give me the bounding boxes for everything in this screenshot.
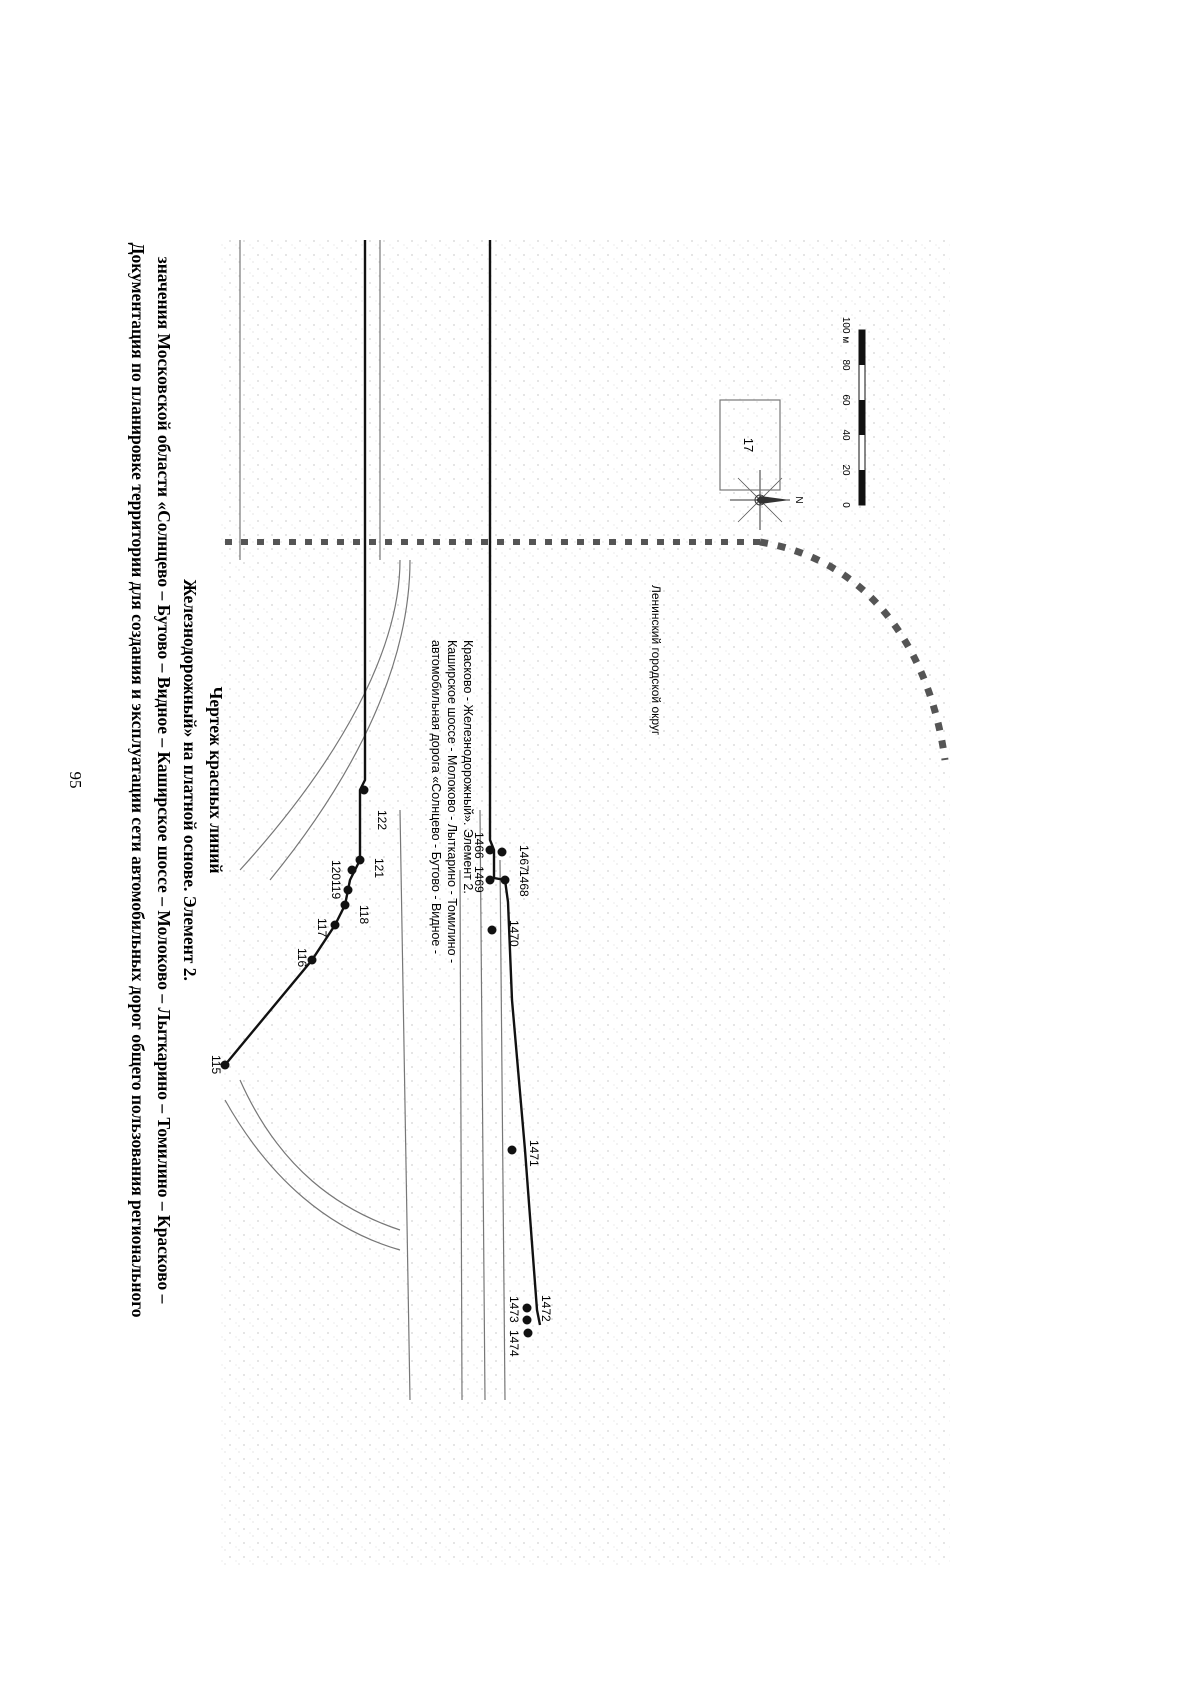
road-label-line-2: Каширское шоссе - Молоково - Лыткарино -… [445, 640, 459, 963]
point-119-marker [343, 885, 353, 895]
point-121-marker [355, 855, 365, 865]
heading-line-1: Документация по планировке территории дл… [128, 242, 148, 1317]
map-base-area [220, 240, 950, 1565]
point-1470-marker [487, 925, 497, 935]
compass-rose-icon: N [730, 470, 804, 530]
road-outlines [224, 240, 506, 1401]
point-1467-marker [497, 847, 507, 857]
point-1474-marker [523, 1328, 533, 1338]
point-label-1471: 1471 [527, 1140, 541, 1167]
point-label-1467: 1467 [517, 845, 531, 872]
point-label-1472: 1472 [539, 1295, 553, 1322]
scale-tick-100: 100 м [840, 317, 851, 343]
point-label-1466: 1466 [472, 832, 486, 859]
point-label-116: 116 [295, 948, 309, 967]
road-label-line-3: Красково - Железнодорожный». Элемент 2. [461, 640, 475, 894]
road-label-line-1: автомобильная дорога «Солнцево - Бутово … [429, 640, 443, 954]
point-label-120: 120 [329, 860, 343, 880]
district-label: Ленинский городской округ [649, 585, 663, 736]
point-1472-marker [522, 1303, 532, 1313]
scale-tick-60: 60 [840, 394, 851, 406]
heading-line-2: значения Московской области «Солнцево – … [154, 257, 174, 1304]
north-label: N [793, 496, 804, 503]
scale-bar: 0 20 40 60 80 100 м [840, 317, 866, 508]
point-label-122: 122 [375, 810, 389, 830]
point-label-1468: 1468 [517, 870, 531, 897]
sheet-number-box [719, 399, 781, 491]
point-label-115: 115 [209, 1055, 223, 1074]
point-label-118: 118 [357, 905, 371, 924]
point-1469-marker [485, 875, 495, 885]
scale-tick-20: 20 [840, 464, 851, 476]
point-1471-marker [507, 1145, 517, 1155]
point-120-marker [347, 865, 357, 875]
point-label-1470: 1470 [507, 920, 521, 947]
point-1468-marker [500, 875, 510, 885]
point-122-marker [359, 785, 369, 795]
turning-points [220, 785, 533, 1338]
point-label-119: 119 [329, 880, 343, 899]
heading-line-3: Железнодорожный» на платной основе. Элем… [180, 579, 200, 981]
point-118-marker [340, 900, 350, 910]
point-label-1473: 1473 [507, 1296, 521, 1323]
district-boundary-curve [759, 538, 949, 761]
point-1466-marker [485, 845, 495, 855]
scale-tick-80: 80 [840, 359, 851, 371]
point-116-marker [307, 955, 317, 965]
scale-tick-40: 40 [840, 429, 851, 441]
sheet-number: 17 [741, 438, 756, 452]
point-115-marker [220, 1060, 230, 1070]
red-line-upper [224, 240, 367, 1066]
page-number: 95 [66, 772, 85, 789]
point-1473-marker [522, 1315, 532, 1325]
point-label-1469: 1469 [472, 866, 486, 893]
point-label-121: 121 [372, 858, 386, 878]
point-label-1474: 1474 [507, 1330, 521, 1357]
point-label-117: 117 [315, 918, 329, 937]
scale-tick-0: 0 [840, 502, 851, 508]
point-117-marker [330, 920, 340, 930]
